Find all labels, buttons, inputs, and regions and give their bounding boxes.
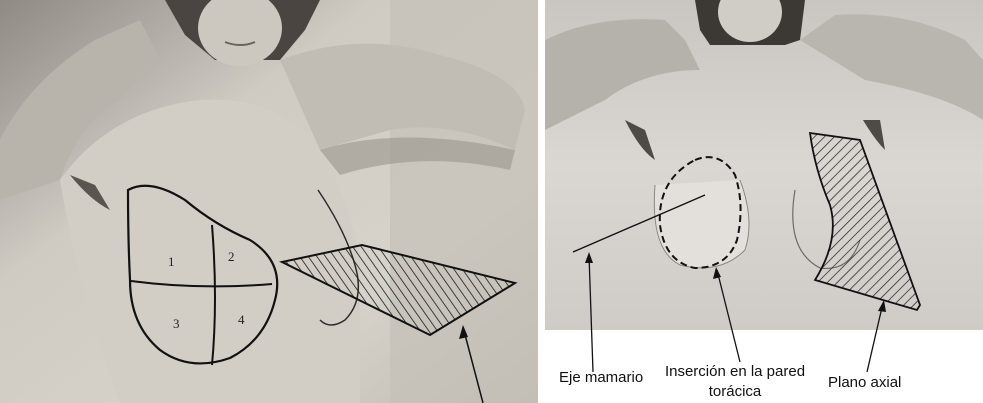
- left-panel-drawing: 1 2 3 4: [0, 0, 538, 403]
- right-panel: Eje mamario Inserción en la pared toráci…: [545, 0, 983, 403]
- label-chest-wall-insertion-line2: torácica: [709, 383, 762, 400]
- quadrant-3: 3: [173, 316, 180, 331]
- right-panel-drawing: Eje mamario Inserción en la pared toráci…: [545, 0, 983, 403]
- left-panel: 1 2 3 4: [0, 0, 538, 403]
- label-chest-wall-insertion-line1: Inserción en la pared: [665, 363, 805, 380]
- quadrant-4: 4: [238, 312, 245, 327]
- label-nipple-axis: Eje mamario: [559, 369, 643, 386]
- torso: [60, 100, 360, 403]
- quadrant-1: 1: [168, 254, 175, 269]
- label-axial-plane: Plano axial: [828, 374, 901, 391]
- left-breast-shape: [654, 180, 749, 268]
- quadrant-2: 2: [228, 249, 235, 264]
